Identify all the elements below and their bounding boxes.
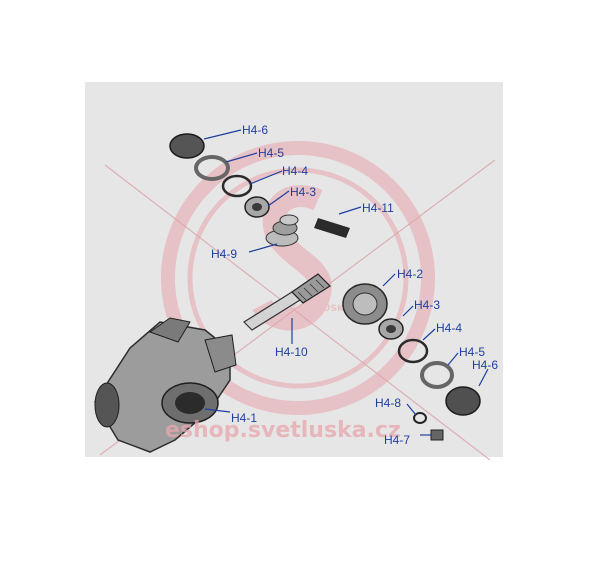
housing-part	[94, 317, 237, 453]
label-h4-2: H4-2	[397, 267, 423, 281]
label-h4-5-mid: H4-5	[459, 345, 485, 359]
label-h4-11: H4-11	[362, 201, 394, 215]
label-h4-3-mid: H4-3	[414, 298, 440, 312]
watermark-logo-text: SVETLUSKA	[292, 304, 351, 314]
top-parts-stack	[169, 133, 270, 218]
label-h4-10: H4-10	[275, 345, 308, 359]
label-h4-4-mid: H4-4	[436, 321, 462, 335]
key-part	[314, 218, 350, 238]
label-h4-3-top: H4-3	[290, 185, 316, 199]
part-labels: H4-6 H4-5 H4-4 H4-3 H4-11 H4-9 H4-2 H4-3…	[211, 123, 498, 447]
watermark-logo: SVETLUSKA	[161, 141, 435, 415]
label-h4-8: H4-8	[375, 396, 401, 410]
watermark-text: eshop.svetluska.cz	[165, 418, 401, 443]
pinion-gear-part	[265, 214, 299, 247]
leader-lines	[203, 129, 489, 436]
shaft-part	[243, 273, 331, 331]
label-h4-7: H4-7	[384, 433, 410, 447]
label-h4-6-mid: H4-6	[472, 358, 498, 372]
label-h4-4-top: H4-4	[282, 164, 308, 178]
label-h4-6-top: H4-6	[242, 123, 268, 137]
right-parts-stack	[378, 318, 481, 441]
label-h4-5-top: H4-5	[258, 146, 284, 160]
crown-gear-part	[342, 283, 388, 325]
label-h4-1: H4-1	[231, 411, 257, 425]
label-h4-9: H4-9	[211, 247, 237, 261]
